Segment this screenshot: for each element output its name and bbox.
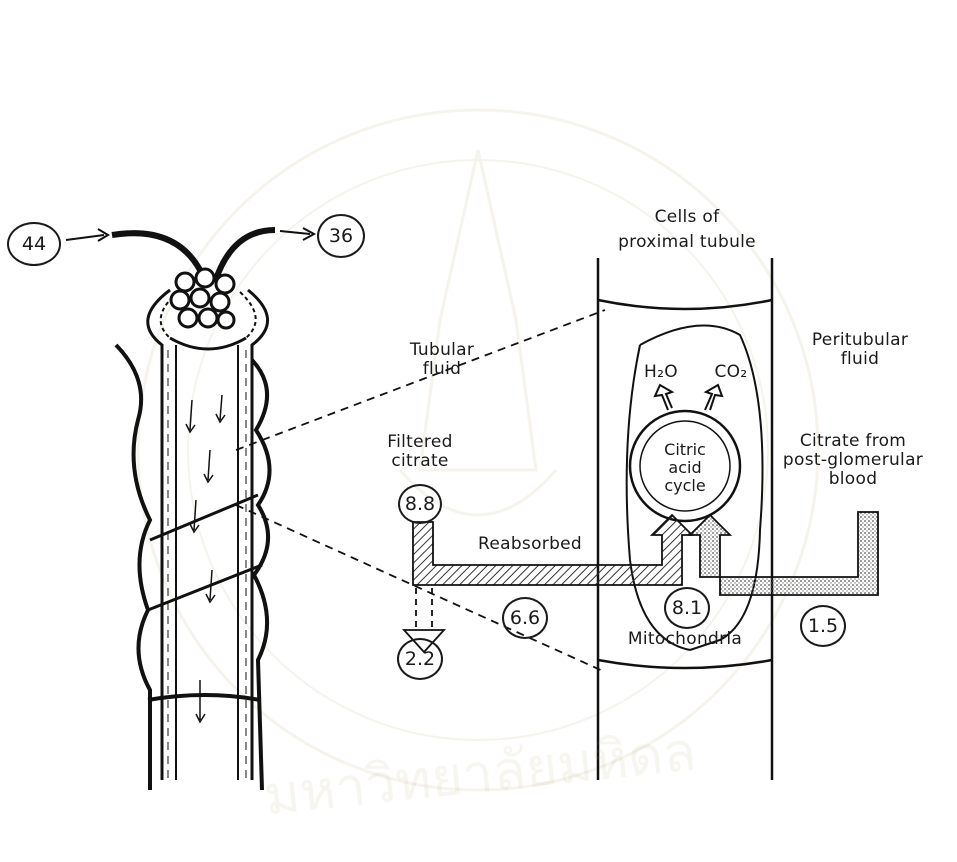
oxidized-citrate-value: 8.1	[672, 597, 702, 619]
blood-citrate-pathway	[690, 512, 878, 595]
citrate-from-line3: blood	[778, 470, 928, 489]
filtered-citrate-line2: citrate	[370, 452, 470, 471]
peritubular-fluid-line2: fluid	[800, 350, 920, 369]
blood-citrate-circle: 1.5	[800, 605, 846, 647]
citrate-from-line1: Citrate from	[778, 432, 928, 451]
citrate-from-line2: post-glomerular	[778, 451, 928, 470]
citric-acid-cycle-label: Citric acid cycle	[645, 441, 725, 495]
filtered-citrate-value: 8.8	[405, 493, 435, 515]
peritubular-fluid-line1: Peritubular	[800, 331, 920, 350]
cells-label-line2: proximal tubule	[592, 233, 782, 252]
efferent-citrate-circle: 36	[317, 214, 365, 258]
cycle-line1: Citric	[645, 441, 725, 459]
reabsorbed-citrate-circle: 6.6	[502, 597, 548, 639]
blood-citrate-value: 1.5	[808, 615, 838, 637]
reabsorbed-label: Reabsorbed	[478, 535, 582, 554]
afferent-citrate-circle: 44	[7, 222, 61, 266]
filtered-citrate-line1: Filtered	[370, 433, 470, 452]
tubular-fluid-line1: Tubular	[382, 341, 502, 360]
reabsorbed-citrate-value: 6.6	[510, 607, 540, 629]
cells-label: Cells of proximal tubule	[592, 208, 782, 252]
afferent-citrate-value: 44	[22, 233, 46, 255]
excreted-citrate-circle: 2.2	[397, 638, 443, 680]
glomerulus	[171, 269, 234, 328]
mitochondria-label: Mitochondria	[610, 630, 760, 649]
citrate-from-blood-label: Citrate from post-glomerular blood	[778, 432, 928, 489]
peritubular-capillary	[116, 345, 150, 790]
tubular-fluid-label: Tubular fluid	[382, 341, 502, 379]
filtered-citrate-label: Filtered citrate	[370, 433, 470, 471]
tubular-fluid-line2: fluid	[382, 360, 502, 379]
h2o-label: H₂O	[636, 363, 686, 382]
co2-label: CO₂	[706, 363, 756, 382]
excreted-citrate-value: 2.2	[405, 648, 435, 670]
oxidized-citrate-circle: 8.1	[664, 587, 710, 629]
efferent-citrate-value: 36	[329, 225, 353, 247]
cells-label-line1: Cells of	[592, 208, 782, 227]
cycle-line3: cycle	[645, 477, 725, 495]
cycle-line2: acid	[645, 459, 725, 477]
peritubular-fluid-label: Peritubular fluid	[800, 331, 920, 369]
nephron-illustration	[66, 228, 314, 790]
proximal-tubule-cell	[598, 258, 772, 780]
filtered-citrate-circle: 8.8	[398, 484, 442, 524]
